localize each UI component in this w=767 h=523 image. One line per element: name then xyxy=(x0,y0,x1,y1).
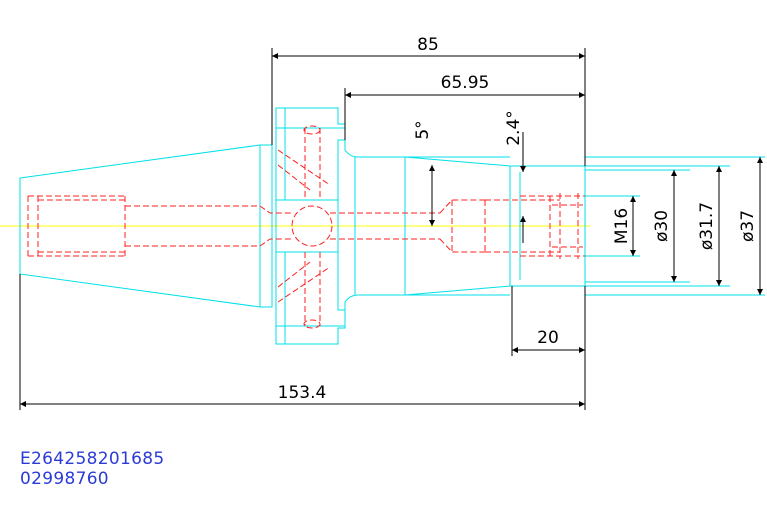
dim-20: 20 xyxy=(537,328,559,348)
hidden-lines xyxy=(27,125,585,329)
dim-65-95: 65.95 xyxy=(441,73,490,93)
dim-153-4: 153.4 xyxy=(278,383,327,403)
dim-dia-31-7: ø31.7 xyxy=(697,202,717,250)
dim-85: 85 xyxy=(417,35,439,55)
dim-dia-37: ø37 xyxy=(738,210,758,242)
dimension-lines xyxy=(19,48,763,410)
part-code-line-2: 02998760 xyxy=(20,469,109,489)
dim-dia-30: ø30 xyxy=(652,210,672,242)
dim-m16: M16 xyxy=(612,208,632,244)
part-codes: E264258201685 02998760 xyxy=(20,449,164,489)
dim-angle-2-4: 2.4° xyxy=(504,110,524,146)
holder-outline xyxy=(19,107,765,345)
dim-angle-5: 5° xyxy=(413,120,433,139)
part-code-line-1: E264258201685 xyxy=(20,449,165,469)
